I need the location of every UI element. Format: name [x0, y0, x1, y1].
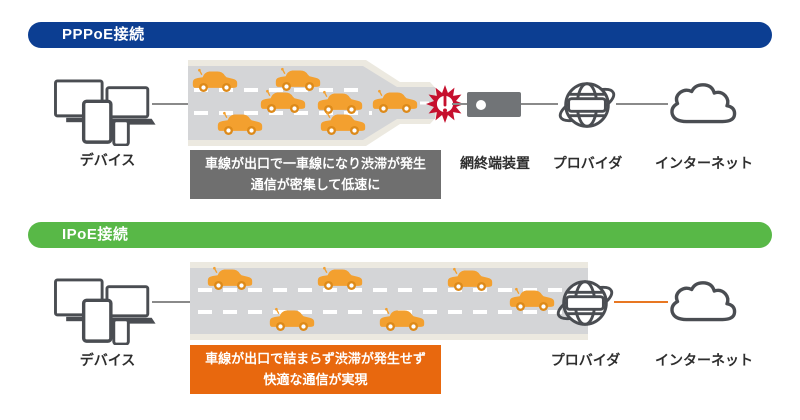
connector-nte-provider	[521, 103, 558, 105]
road-congested	[188, 60, 449, 146]
nte-led	[476, 99, 486, 110]
devices-icon	[52, 78, 160, 146]
nte-label: 網終端装置	[460, 155, 530, 171]
provider-label: プロバイダ	[550, 352, 621, 368]
connector-provider-internet	[616, 103, 668, 105]
devices-icon	[52, 277, 160, 345]
device-label: デバイス	[79, 152, 136, 168]
connector-devices-road	[152, 301, 192, 303]
caption-ipoe: 車線が出口で詰まらず渋滞が発生せず 快適な通信が実現	[190, 345, 441, 394]
caption-pppoe-line1: 車線が出口で一車線になり渋滞が発生	[204, 156, 426, 172]
banner-ipoe: IPoE接続	[28, 222, 772, 248]
provider-globe-icon	[556, 74, 618, 136]
banner-pppoe: PPPoE接続	[28, 22, 772, 48]
nte-device-icon	[467, 92, 521, 117]
caption-pppoe-line2: 通信が密集して低速に	[250, 176, 381, 192]
connector-devices-road	[152, 103, 192, 105]
connector-provider-internet	[614, 301, 668, 303]
internet-label: インターネット	[655, 155, 753, 171]
device-label: デバイス	[79, 352, 136, 368]
caption-ipoe-line2: 快適な通信が実現	[263, 371, 368, 387]
banner-pppoe-label: PPPoE接続	[62, 26, 145, 43]
banner-ipoe-label: IPoE接続	[62, 226, 129, 243]
caption-pppoe: 車線が出口で一車線になり渋滞が発生 通信が密集して低速に	[190, 150, 441, 199]
road-free	[190, 262, 588, 340]
internet-label: インターネット	[655, 352, 753, 368]
caption-ipoe-line1: 車線が出口で詰まらず渋滞が発生せず	[205, 351, 426, 367]
connector-burst-nte	[452, 103, 470, 105]
internet-cloud-icon	[664, 80, 742, 130]
internet-cloud-icon	[664, 278, 742, 328]
provider-label: プロバイダ	[552, 155, 623, 171]
provider-globe-icon	[554, 272, 616, 334]
